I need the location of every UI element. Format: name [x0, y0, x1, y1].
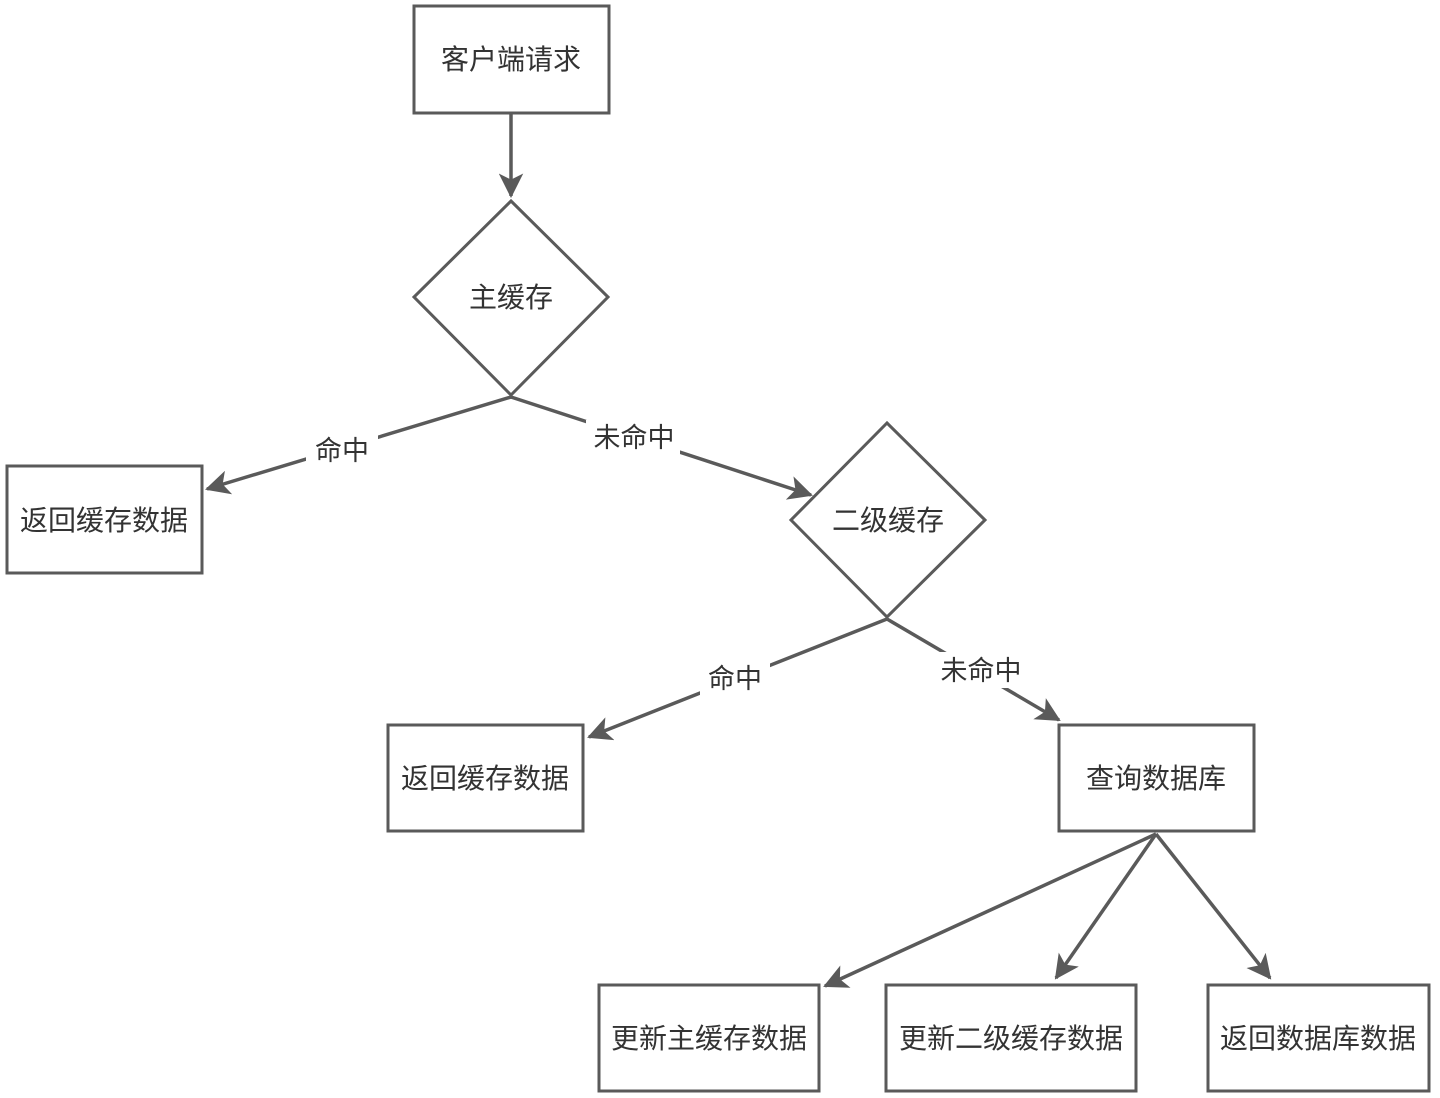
svg-text:更新二级缓存数据: 更新二级缓存数据	[899, 1022, 1123, 1055]
edge-label-main-miss: 未命中	[594, 423, 675, 454]
edge-db-to-return-db	[1154, 832, 1272, 980]
svg-text:返回缓存数据: 返回缓存数据	[401, 762, 569, 795]
svg-text:返回缓存数据: 返回缓存数据	[20, 504, 188, 537]
edge-db-to-update-second	[1054, 833, 1158, 980]
node-second-cache-decision: 二级缓存	[788, 420, 988, 620]
svg-text:更新主缓存数据: 更新主缓存数据	[611, 1022, 807, 1055]
svg-text:返回数据库数据: 返回数据库数据	[1220, 1022, 1416, 1055]
edge-db-to-update-main	[823, 832, 1157, 988]
node-return-db-data: 返回数据库数据	[1206, 983, 1431, 1093]
edge-label-second-hit: 命中	[708, 664, 762, 695]
node-return-cache-data-1: 返回缓存数据	[5, 464, 204, 575]
node-update-second-cache: 更新二级缓存数据	[884, 983, 1138, 1093]
edges	[205, 114, 1272, 988]
edge-label-second-miss: 未命中	[941, 656, 1022, 687]
node-return-cache-data-2: 返回缓存数据	[386, 723, 585, 833]
node-query-database: 查询数据库	[1057, 723, 1256, 833]
svg-text:二级缓存: 二级缓存	[832, 504, 944, 537]
node-update-main-cache: 更新主缓存数据	[597, 983, 821, 1093]
edge-label-main-hit: 命中	[315, 436, 369, 467]
svg-text:客户端请求: 客户端请求	[441, 43, 581, 76]
svg-text:主缓存: 主缓存	[469, 281, 553, 314]
edge-labels: 命中 未命中 命中 未命中	[306, 420, 1028, 696]
node-main-cache-decision: 主缓存	[411, 198, 611, 398]
node-client-request: 客户端请求	[412, 4, 611, 115]
svg-text:查询数据库: 查询数据库	[1086, 762, 1226, 795]
